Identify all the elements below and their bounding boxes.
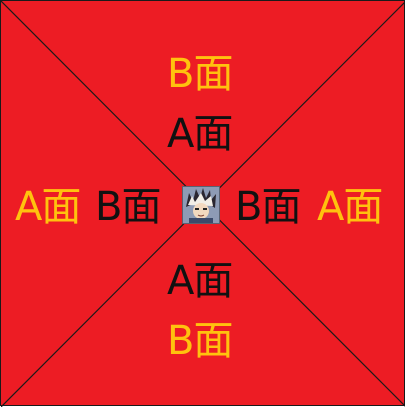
left-outer-label: A面 (15, 184, 81, 230)
bottom-outer-label: B面 (167, 318, 233, 364)
left-inner-label: B面 (95, 184, 161, 230)
top-outer-label: B面 (167, 51, 233, 97)
spiky-hair-character-avatar-icon (182, 186, 220, 224)
top-inner-label: A面 (167, 111, 233, 157)
right-inner-label: B面 (235, 184, 301, 230)
bottom-inner-label: A面 (167, 258, 233, 304)
right-outer-label: A面 (317, 184, 383, 230)
